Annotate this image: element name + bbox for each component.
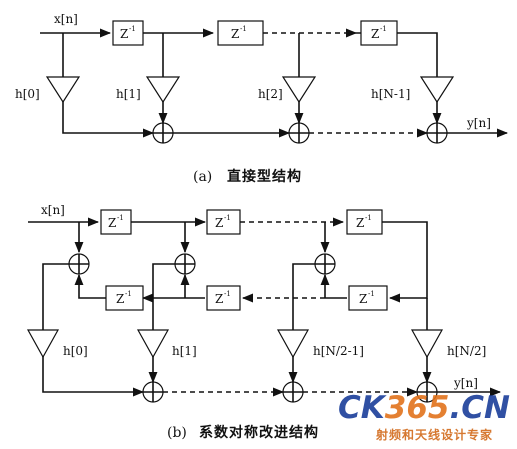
delay-b-bottom-1-label: Z: [116, 292, 124, 306]
delay-b-top-1-label: Z: [108, 216, 116, 230]
gain-b-3: [410, 329, 444, 359]
watermark-brand-b: 365: [385, 390, 450, 426]
watermark-brand-a: CK: [338, 390, 387, 426]
gain-b-2: [276, 329, 310, 359]
adder-a-2: [288, 122, 310, 144]
delay-b-bottom-2: [206, 285, 241, 311]
delay-b-top-1: [100, 209, 132, 235]
coef-a-0: h[0]: [15, 87, 40, 101]
adder-b-1: [142, 381, 164, 403]
gain-b-1: [136, 329, 170, 359]
svg-text:CK365.CN: CK365.CN: [338, 390, 510, 426]
delay-a-3-exp: -1: [380, 25, 387, 33]
delay-b-bottom-1-exp: -1: [125, 290, 132, 298]
pre-adder-b-2: [174, 253, 196, 275]
delay-b-top-3-label: Z: [356, 216, 364, 230]
caption-b-text: 系数对称改进结构: [199, 424, 319, 441]
delay-b-bottom-2-exp: -1: [224, 290, 231, 298]
delay-b-top-2-exp: -1: [224, 214, 231, 222]
coef-b-1: h[1]: [172, 344, 197, 358]
watermark-tagline: 射频和天线设计专家: [375, 427, 493, 442]
coef-a-3: h[N-1]: [371, 87, 410, 101]
watermark-logo: CK365.CN 射频和天线设计专家: [338, 390, 510, 442]
caption-b-letter: (b): [167, 425, 187, 441]
gain-a-3: [419, 76, 455, 104]
output-label-b: y[n]: [453, 376, 478, 390]
delay-b-bottom-3: [348, 285, 388, 311]
coef-b-3: h[N/2]: [447, 344, 486, 358]
delay-a-1-label: Z: [120, 27, 128, 41]
gain-a-2: [281, 76, 317, 104]
delay-a-3-label: Z: [371, 27, 379, 41]
delay-b-top-3: [346, 209, 383, 235]
input-label-b: x[n]: [41, 203, 65, 217]
delay-b-bottom-1: [105, 285, 144, 311]
pre-adder-b-1: [68, 253, 90, 275]
input-label-a: x[n]: [54, 12, 78, 26]
delay-a-3: [360, 20, 398, 46]
delay-b-top-2: [206, 209, 241, 235]
delay-a-1-exp: -1: [129, 25, 136, 33]
symmetric-form-structure: Z -1 Z -1 Z -1 Z -1 Z -1 Z -1: [26, 203, 502, 441]
delay-a-2-exp: -1: [240, 25, 247, 33]
coef-a-1: h[1]: [116, 87, 141, 101]
gain-a-1: [145, 76, 181, 104]
caption-a-text: 直接型结构: [227, 168, 302, 185]
gain-a-0: [45, 76, 81, 104]
adder-b-3: [416, 381, 438, 403]
direct-form-structure: Z -1 Z -1 Z -1 x[n] h[0] h[1] h[2] h[N-1…: [15, 12, 509, 185]
watermark-brand-c: .CN: [450, 390, 511, 426]
delay-b-bottom-2-label: Z: [215, 292, 223, 306]
adder-a-3: [426, 122, 448, 144]
delay-b-bottom-3-label: Z: [359, 292, 367, 306]
delay-b-top-1-exp: -1: [117, 214, 124, 222]
caption-a-letter: (a): [193, 169, 212, 185]
coef-b-0: h[0]: [63, 344, 88, 358]
adder-a-1: [152, 122, 174, 144]
pre-adder-b-3: [314, 253, 336, 275]
delay-a-1: [112, 20, 144, 46]
gain-b-0: [26, 329, 60, 359]
delay-a-2-label: Z: [231, 27, 239, 41]
delay-b-top-3-exp: -1: [365, 214, 372, 222]
delay-a-2: [217, 20, 264, 46]
output-label-a: y[n]: [466, 116, 491, 130]
delay-b-bottom-3-exp: -1: [368, 290, 375, 298]
coef-b-2: h[N/2-1]: [313, 344, 364, 358]
adder-b-2: [282, 381, 304, 403]
coef-a-2: h[2]: [258, 87, 283, 101]
delay-b-top-2-label: Z: [215, 216, 223, 230]
